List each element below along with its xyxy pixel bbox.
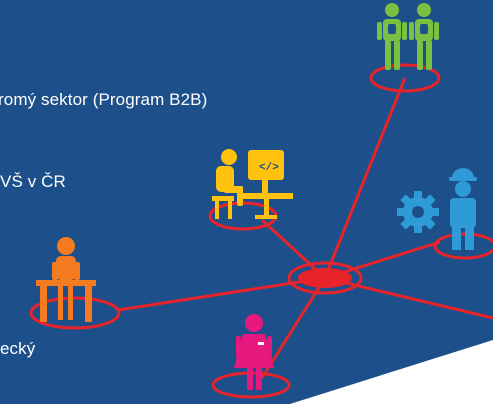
link-doctor — [260, 277, 327, 379]
link-developer — [260, 218, 327, 280]
link-students — [323, 77, 407, 279]
text-line-business-sector: romý sektor (Program B2B) — [0, 90, 208, 109]
craftsman-at-workbench-icon — [36, 237, 96, 322]
svg-text:</>: </> — [259, 162, 279, 174]
link-offscreen — [324, 276, 493, 320]
developer-at-computer-icon — [212, 149, 293, 219]
female-professional-icon — [234, 314, 274, 390]
text-line-partial: ecký — [0, 339, 36, 358]
hub-node-ring — [287, 261, 363, 295]
students-with-backpacks-icon — [377, 3, 439, 70]
engineer-with-gear-icon — [397, 168, 477, 250]
students-node-ring — [369, 63, 441, 93]
engineer-node-ring — [433, 232, 493, 260]
text-line-universities: VŠ v ČR — [0, 172, 66, 191]
hub-node — [298, 268, 352, 288]
craftsman-node-ring — [29, 296, 121, 330]
link-craftsman — [117, 276, 326, 312]
